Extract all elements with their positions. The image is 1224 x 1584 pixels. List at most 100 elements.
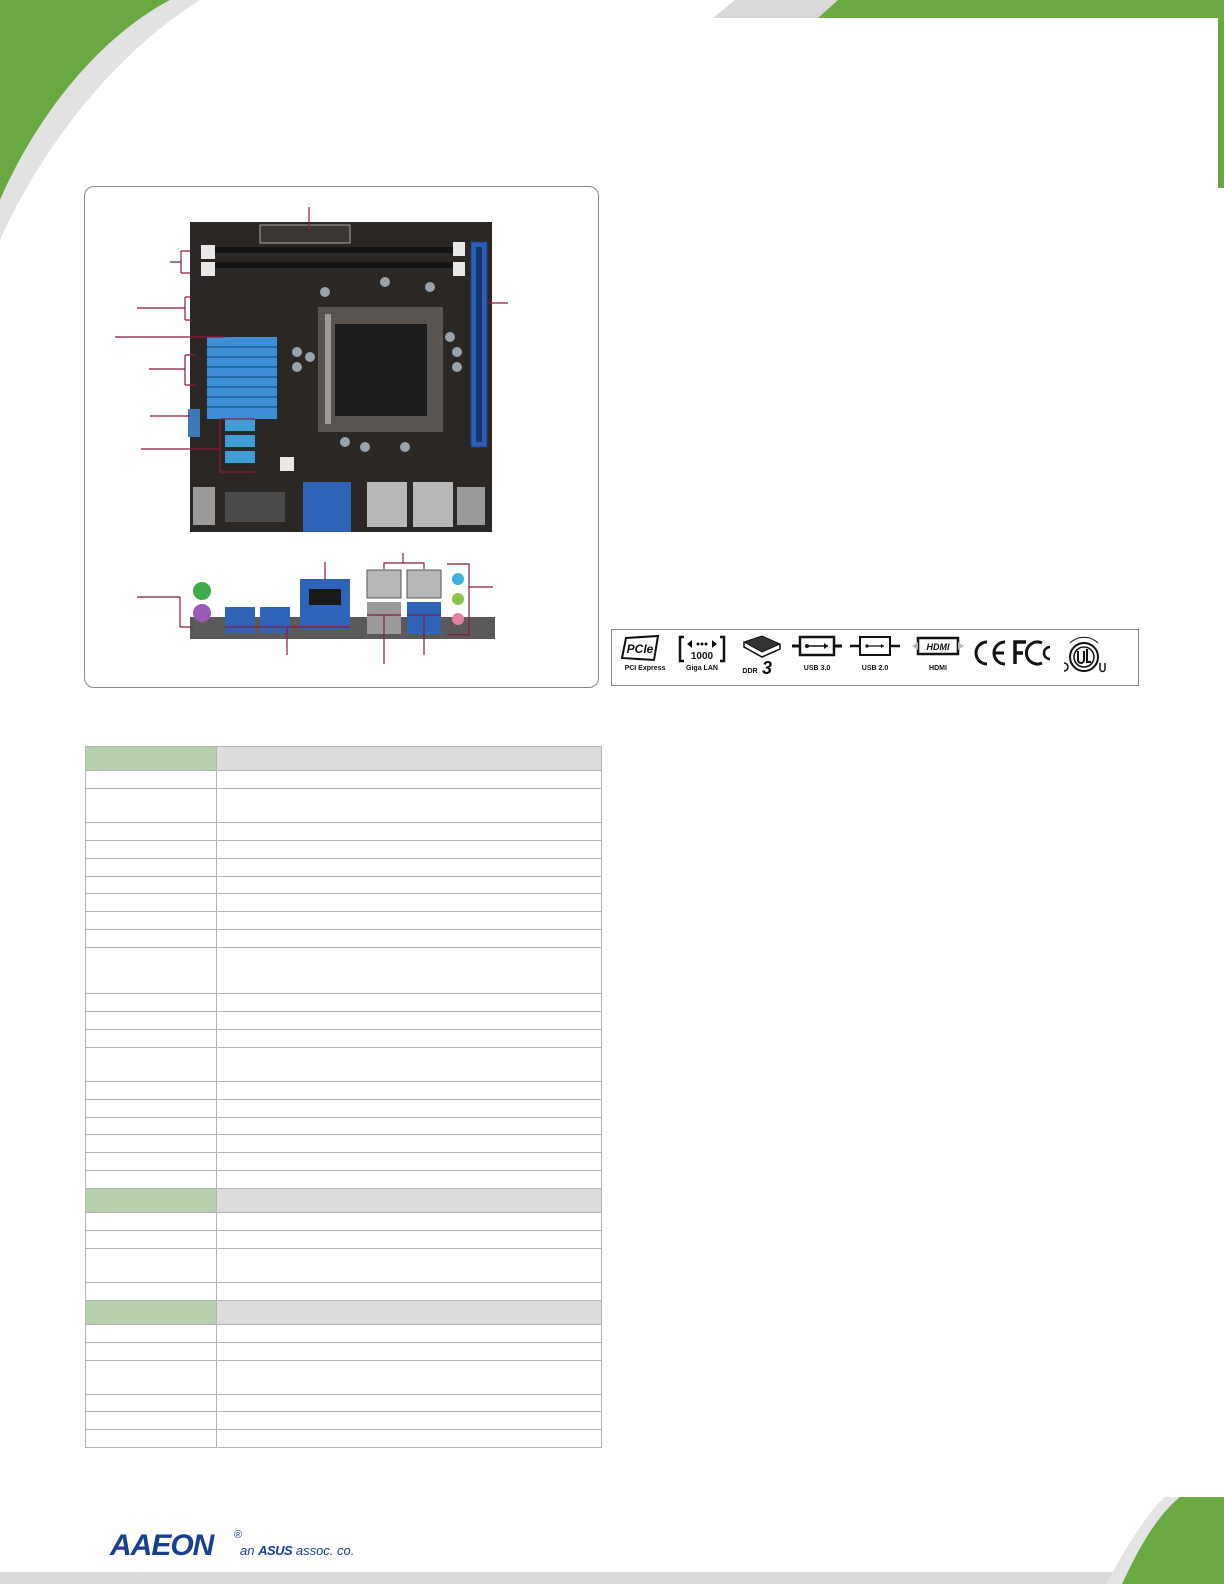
spec-value-cell bbox=[216, 821, 602, 841]
spec-row bbox=[85, 1170, 602, 1190]
spec-label-cell bbox=[85, 1046, 217, 1082]
atx-power-connector bbox=[259, 224, 351, 244]
svg-text:PCIe: PCIe bbox=[627, 642, 654, 656]
spec-label-cell bbox=[85, 993, 217, 1013]
right-edge-stripe bbox=[1218, 18, 1224, 188]
spec-value-cell bbox=[216, 1080, 602, 1100]
spec-label-cell bbox=[85, 929, 217, 949]
cert-pcie: PCIe PCI Express bbox=[620, 634, 665, 672]
gigalan-mark: 1000 bbox=[691, 651, 714, 662]
bottom-band bbox=[0, 1572, 1224, 1584]
cpu-socket-lever bbox=[325, 314, 331, 424]
spec-value-cell bbox=[216, 1393, 602, 1413]
usb2-icon bbox=[850, 636, 900, 656]
spec-label-cell bbox=[85, 1359, 217, 1395]
ps2-keyboard-mouse-port-green bbox=[193, 582, 211, 600]
spec-row bbox=[85, 1359, 602, 1395]
spec-label-cell bbox=[85, 1170, 217, 1190]
spec-label-cell bbox=[85, 1080, 217, 1100]
spec-label-cell bbox=[85, 857, 217, 877]
spec-value-cell bbox=[216, 1028, 602, 1048]
spec-row bbox=[85, 1080, 602, 1100]
spec-label-cell bbox=[85, 875, 217, 895]
registered-mark: ® bbox=[234, 1529, 243, 1541]
spec-row bbox=[85, 1341, 602, 1361]
spec-row bbox=[85, 947, 602, 995]
spec-label-cell bbox=[85, 1098, 217, 1118]
fcc-mark-icon bbox=[1013, 640, 1051, 666]
spec-value-cell bbox=[216, 1247, 602, 1283]
motherboard-illustration bbox=[115, 207, 508, 664]
spec-row bbox=[85, 1116, 602, 1136]
spec-label-cell bbox=[85, 1212, 217, 1232]
cert-hdmi-caption: HDMI bbox=[929, 665, 947, 672]
audio-line-in bbox=[452, 573, 464, 585]
cert-usb2: USB 2.0 bbox=[850, 634, 900, 672]
heatsink-fins bbox=[207, 346, 277, 408]
cert-gigalan: 1000 Giga LAN bbox=[678, 634, 726, 672]
cert-ddr3: DDR 3 bbox=[740, 634, 782, 678]
spec-row bbox=[85, 1011, 602, 1030]
spec-value-cell bbox=[216, 1429, 602, 1449]
cert-ddr3-mark: 3 bbox=[762, 658, 773, 678]
spec-row bbox=[85, 993, 602, 1013]
spec-row bbox=[85, 1098, 602, 1118]
gigabit-lan-icon: 1000 bbox=[678, 635, 726, 663]
spec-label-cell bbox=[85, 1323, 217, 1343]
spec-row bbox=[85, 1247, 602, 1283]
spec-row bbox=[85, 875, 602, 895]
spec-value-cell bbox=[216, 787, 602, 823]
spec-value-cell bbox=[216, 1046, 602, 1082]
footer-brand: AAEON ® an ASUS assoc. co. bbox=[110, 1529, 354, 1563]
spec-label-cell bbox=[85, 1281, 217, 1301]
spec-section-header bbox=[85, 746, 602, 771]
ps2-stack bbox=[193, 487, 215, 525]
spec-value-cell bbox=[216, 1299, 602, 1325]
spec-value-cell bbox=[216, 857, 602, 877]
spec-label-cell bbox=[85, 1411, 217, 1431]
spec-row bbox=[85, 770, 602, 789]
spec-label-cell bbox=[85, 1299, 217, 1325]
spec-row bbox=[85, 1393, 602, 1413]
specification-table bbox=[85, 746, 602, 1449]
spec-label-cell bbox=[85, 1230, 217, 1249]
spec-value-cell bbox=[216, 1116, 602, 1136]
dimm-latch bbox=[201, 262, 215, 276]
spec-value-cell bbox=[216, 911, 602, 931]
certification-logo-strip: PCIe PCI Express 1000 Giga LAN DDR 3 USB… bbox=[611, 629, 1139, 686]
spec-row bbox=[85, 821, 602, 841]
spec-label-cell bbox=[85, 787, 217, 823]
cert-usb3-caption: USB 3.0 bbox=[803, 665, 831, 672]
dimm-latch bbox=[453, 262, 465, 276]
hdmi-mark: HDMI bbox=[927, 642, 950, 652]
cert-usb3: USB 3.0 bbox=[792, 634, 842, 672]
spec-row bbox=[85, 1046, 602, 1082]
spec-value-cell bbox=[216, 1359, 602, 1395]
spec-row bbox=[85, 1281, 602, 1301]
spec-label-cell bbox=[85, 1028, 217, 1048]
cert-ul bbox=[1060, 633, 1108, 684]
lan-usb-stack-1 bbox=[367, 482, 407, 527]
audio-mic-in bbox=[452, 613, 464, 625]
spec-label-cell bbox=[85, 1247, 217, 1283]
spec-value-cell bbox=[216, 1323, 602, 1343]
spec-value-cell bbox=[216, 1281, 602, 1301]
spec-value-cell bbox=[216, 1230, 602, 1249]
spec-row bbox=[85, 1134, 602, 1154]
tagline-prefix: an bbox=[240, 1543, 255, 1558]
rear-lan-port-2 bbox=[406, 569, 442, 599]
callout-lines bbox=[115, 207, 508, 664]
spec-row bbox=[85, 911, 602, 931]
spec-label-cell bbox=[85, 1188, 217, 1214]
spec-label-cell bbox=[85, 1393, 217, 1413]
spec-value-cell bbox=[216, 875, 602, 895]
sata-port-2 bbox=[225, 435, 255, 447]
spec-value-cell bbox=[216, 929, 602, 949]
audio-line-out bbox=[452, 593, 464, 605]
com-header bbox=[188, 409, 200, 437]
pcie-slot-groove bbox=[476, 247, 482, 442]
spec-label-cell bbox=[85, 1116, 217, 1136]
cert-gigalan-caption: Giga LAN bbox=[686, 665, 718, 672]
spec-value-cell bbox=[216, 1212, 602, 1232]
